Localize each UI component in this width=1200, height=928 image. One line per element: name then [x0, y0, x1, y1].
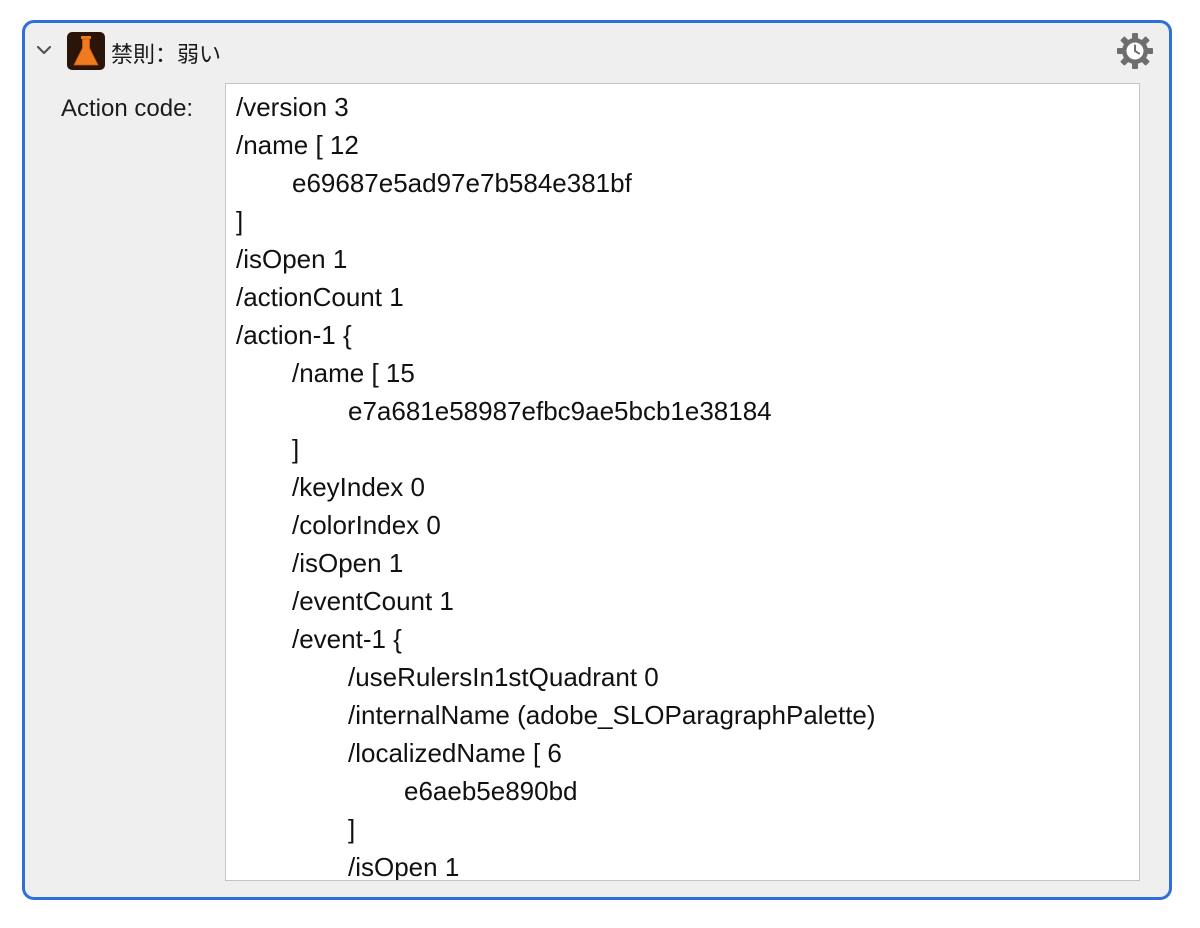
code-line: /colorIndex 0	[292, 510, 441, 540]
code-line: /isOpen 1	[236, 244, 348, 274]
code-line: e7a681e58987efbc9ae5bcb1e38184	[348, 396, 772, 426]
code-line: /isOpen 1	[292, 548, 404, 578]
flask-icon	[67, 32, 105, 70]
code-line: /localizedName [ 6	[348, 738, 562, 768]
code-line: /useRulersIn1stQuadrant 0	[348, 662, 659, 692]
action-code-label: Action code:	[61, 95, 194, 122]
code-line: /name [ 12	[236, 130, 359, 160]
gear-clock-icon[interactable]	[1115, 31, 1155, 71]
code-line: /event-1 {	[292, 624, 402, 654]
code-line: /internalName (adobe_SLOParagraphPalette…	[348, 700, 876, 730]
code-line: /isOpen 1	[348, 852, 460, 881]
code-line: ]	[236, 206, 244, 236]
chevron-down-icon[interactable]	[33, 39, 55, 61]
code-line: /version 3	[236, 92, 349, 122]
action-header: 禁則：弱い	[25, 23, 1169, 81]
action-code-textarea[interactable]: /version 3/name [ 12 e69687e5ad97e7b584e3…	[225, 83, 1140, 881]
code-line: /keyIndex 0	[292, 472, 425, 502]
code-line: /actionCount 1	[236, 282, 404, 312]
code-line: /action-1 {	[236, 320, 352, 350]
code-line: ]	[292, 434, 300, 464]
action-title: 禁則：弱い	[111, 43, 222, 68]
action-panel[interactable]: 禁則：弱い Action code: /version 3/name [ 12 e…	[22, 20, 1172, 900]
code-line: ]	[348, 814, 356, 844]
code-line: e6aeb5e890bd	[404, 776, 578, 806]
code-line: e69687e5ad97e7b584e381bf	[292, 168, 632, 198]
code-line: /name [ 15	[292, 358, 415, 388]
code-line: /eventCount 1	[292, 586, 454, 616]
